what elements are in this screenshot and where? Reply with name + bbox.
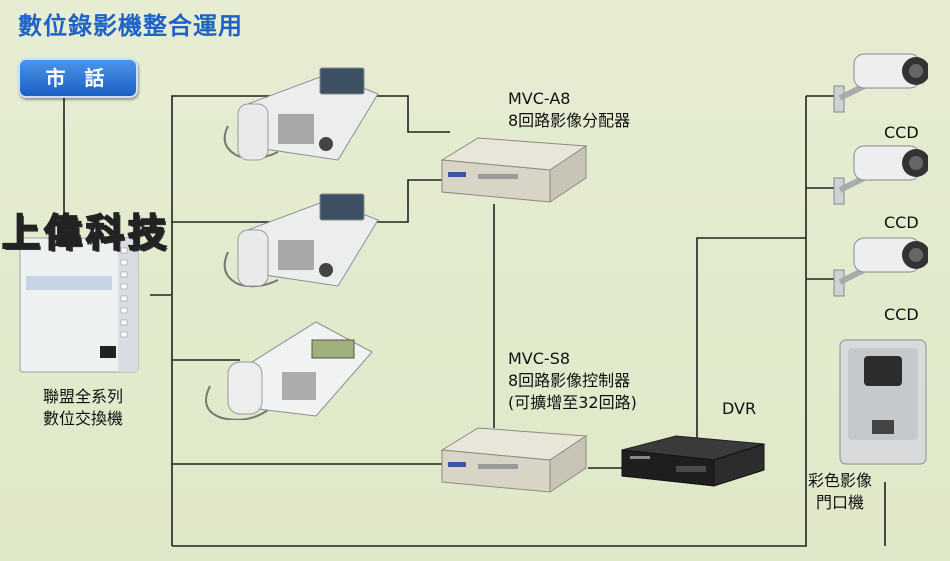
pbx-unit-icon bbox=[19, 237, 139, 373]
ccd-camera-1-icon bbox=[833, 53, 928, 113]
page-title: 數位錄影機整合運用 bbox=[18, 12, 243, 40]
door-station-icon bbox=[839, 339, 927, 465]
mvc-s8-desc: 8回路影像控制器 bbox=[508, 371, 631, 390]
ccd-label-3: CCD bbox=[884, 305, 919, 324]
door-label-line1: 彩色影像 bbox=[807, 471, 872, 490]
mvc-a8-model: MVC-A8 bbox=[508, 89, 571, 108]
pbx-label-line2: 數位交換機 bbox=[42, 409, 123, 428]
ccd-camera-2-icon bbox=[833, 145, 928, 205]
ccd-camera-3-icon bbox=[833, 237, 928, 297]
pbx-label-line1: 聯盟全系列 bbox=[42, 387, 123, 406]
dvr-device-icon bbox=[621, 435, 765, 487]
key-phone-2-icon bbox=[223, 193, 379, 288]
door-station-label: 彩色影像 門口機 bbox=[794, 470, 886, 514]
mvc-a8-label: MVC-A8 8回路影像分配器 bbox=[508, 88, 630, 132]
mvc-a8-device-icon bbox=[440, 137, 588, 203]
dvr-label: DVR bbox=[722, 399, 757, 418]
pbx-label: 聯盟全系列 數位交換機 bbox=[28, 386, 138, 430]
mvc-a8-desc: 8回路影像分配器 bbox=[508, 111, 631, 130]
mvc-s8-note: (可擴增至32回路) bbox=[508, 393, 637, 412]
basic-phone-icon bbox=[205, 321, 373, 420]
mvc-s8-label: MVC-S8 8回路影像控制器 (可擴增至32回路) bbox=[508, 348, 637, 414]
mvc-s8-model: MVC-S8 bbox=[508, 349, 571, 368]
ccd-label-2: CCD bbox=[884, 213, 919, 232]
local-phone-button[interactable]: 市 話 bbox=[18, 58, 138, 98]
door-label-line2: 門口機 bbox=[815, 493, 864, 512]
ccd-label-1: CCD bbox=[884, 123, 919, 142]
key-phone-1-icon bbox=[223, 67, 379, 161]
mvc-s8-device-icon bbox=[440, 427, 588, 493]
watermark-logo: 上偉科技 bbox=[1, 210, 171, 256]
